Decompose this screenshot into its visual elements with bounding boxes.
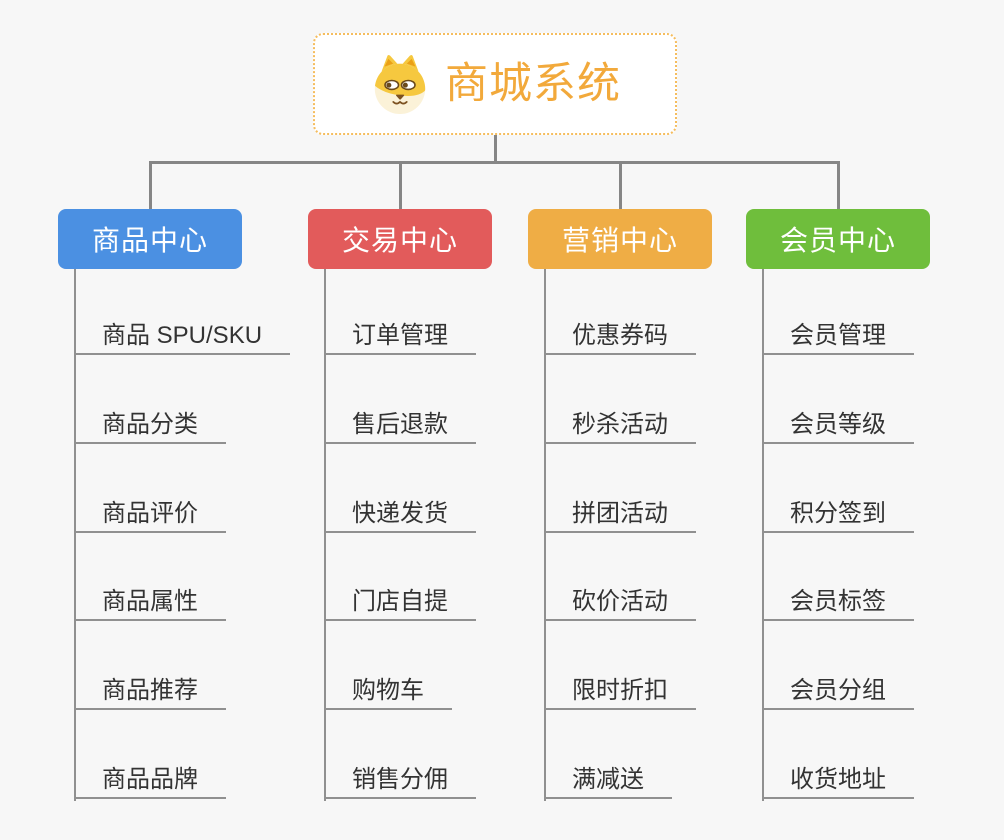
leaf-node[interactable]: 商品 SPU/SKU [74, 317, 291, 355]
dog-face-icon [369, 53, 431, 115]
branch-header[interactable]: 会员中心 [746, 209, 930, 269]
connector-column-line [762, 269, 764, 801]
connector-column-line [324, 269, 326, 801]
leaf-node[interactable]: 商品属性 [74, 583, 226, 621]
leaf-node[interactable]: 会员管理 [762, 317, 914, 355]
leaf-node[interactable]: 订单管理 [324, 317, 476, 355]
leaf-node[interactable]: 商品推荐 [74, 672, 226, 710]
connector-root-stem [494, 135, 497, 162]
leaf-node[interactable]: 秒杀活动 [544, 406, 696, 444]
branch-header[interactable]: 交易中心 [308, 209, 492, 269]
connector-column-line [544, 269, 546, 801]
leaf-node[interactable]: 商品分类 [74, 406, 226, 444]
branch-header[interactable]: 营销中心 [528, 209, 712, 269]
connector-branch-drop [398, 161, 402, 210]
leaf-node[interactable]: 积分签到 [762, 495, 914, 533]
root-title: 商城系统 [445, 59, 621, 108]
leaf-node[interactable]: 门店自提 [324, 583, 476, 621]
root-node[interactable]: 商城系统 [313, 33, 677, 135]
leaf-node[interactable]: 购物车 [324, 672, 452, 710]
leaf-node[interactable]: 会员等级 [762, 406, 914, 444]
leaf-node[interactable]: 优惠券码 [544, 317, 696, 355]
branch-header[interactable]: 商品中心 [58, 209, 242, 269]
leaf-node[interactable]: 快递发货 [324, 495, 476, 533]
connector-column-line [74, 269, 76, 801]
leaf-node[interactable]: 销售分佣 [324, 761, 476, 799]
leaf-node[interactable]: 拼团活动 [544, 495, 696, 533]
connector-branch-drop [148, 161, 152, 210]
leaf-node[interactable]: 商品品牌 [74, 761, 226, 799]
leaf-node[interactable]: 限时折扣 [544, 672, 696, 710]
leaf-node[interactable]: 会员分组 [762, 672, 914, 710]
leaf-node[interactable]: 商品评价 [74, 495, 226, 533]
connector-branch-drop [836, 161, 840, 210]
connector-rail [149, 161, 839, 164]
leaf-node[interactable]: 收货地址 [762, 761, 914, 799]
leaf-node[interactable]: 会员标签 [762, 583, 914, 621]
leaf-node[interactable]: 满减送 [544, 761, 672, 799]
leaf-node[interactable]: 售后退款 [324, 406, 476, 444]
connector-branch-drop [618, 161, 622, 210]
leaf-node[interactable]: 砍价活动 [544, 583, 696, 621]
